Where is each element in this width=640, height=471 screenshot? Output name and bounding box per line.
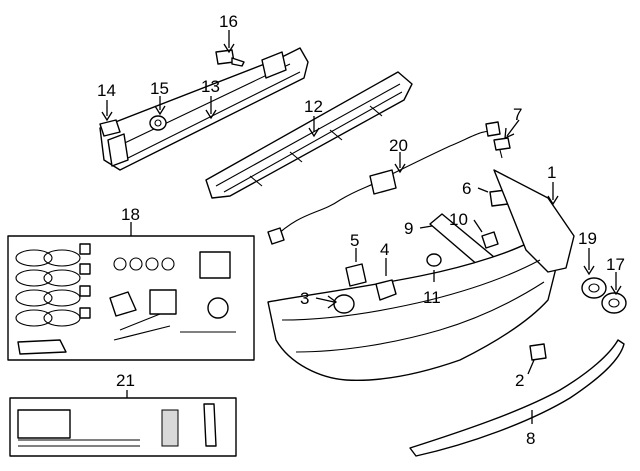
callout-17: 17: [606, 255, 625, 274]
part-16-screw[interactable]: [215, 49, 245, 67]
callout-3: 3: [300, 289, 309, 308]
part-21-installation-kit-box[interactable]: [9, 397, 237, 457]
callout-18: 18: [121, 205, 140, 224]
callout-19: 19: [578, 229, 597, 248]
callout-9: 9: [404, 219, 413, 238]
part-5-sensor-bracket[interactable]: [345, 263, 367, 287]
part-7-clip[interactable]: [493, 137, 511, 159]
callout-1: 1: [547, 163, 556, 182]
callout-10: 10: [449, 210, 468, 229]
part-8-lower-valance[interactable]: [409, 339, 625, 457]
part-17-parking-sensor[interactable]: [601, 292, 627, 314]
callout-13: 13: [201, 77, 220, 96]
part-15-nut[interactable]: [149, 115, 167, 131]
callout-7: 7: [513, 105, 522, 124]
callout-8: 8: [526, 429, 535, 448]
part-11-pin[interactable]: [426, 253, 442, 267]
part-12-energy-absorber[interactable]: [205, 71, 413, 199]
part-14-bolt[interactable]: [99, 119, 121, 137]
callout-2: 2: [515, 371, 524, 390]
part-4-bracket[interactable]: [375, 279, 397, 301]
callout-6: 6: [462, 179, 471, 198]
leader-lines: [101, 30, 622, 424]
part-18-sensor-kit-box[interactable]: [7, 235, 255, 361]
callout-16: 16: [219, 12, 238, 31]
callout-12: 12: [304, 97, 323, 116]
part-2-bolt[interactable]: [529, 343, 547, 361]
callout-14: 14: [97, 81, 116, 100]
callout-4: 4: [380, 240, 389, 259]
part-13-reinforcement-bar[interactable]: [99, 47, 309, 171]
part-3-fastener[interactable]: [333, 294, 355, 314]
callout-21: 21: [116, 371, 135, 390]
callout-20: 20: [389, 136, 408, 155]
part-20-wiring-harness[interactable]: [267, 121, 501, 245]
callout-5: 5: [350, 231, 359, 250]
part-19-sensor[interactable]: [581, 277, 607, 299]
part-10-fastener[interactable]: [481, 231, 499, 249]
part-1-bumper-cover[interactable]: [267, 169, 575, 382]
callout-labels: 16 15 14 13 12 7 20 1 6 9 10 5 4 19 17 3…: [97, 12, 625, 448]
callout-15: 15: [150, 79, 169, 98]
callout-11: 11: [423, 288, 441, 307]
